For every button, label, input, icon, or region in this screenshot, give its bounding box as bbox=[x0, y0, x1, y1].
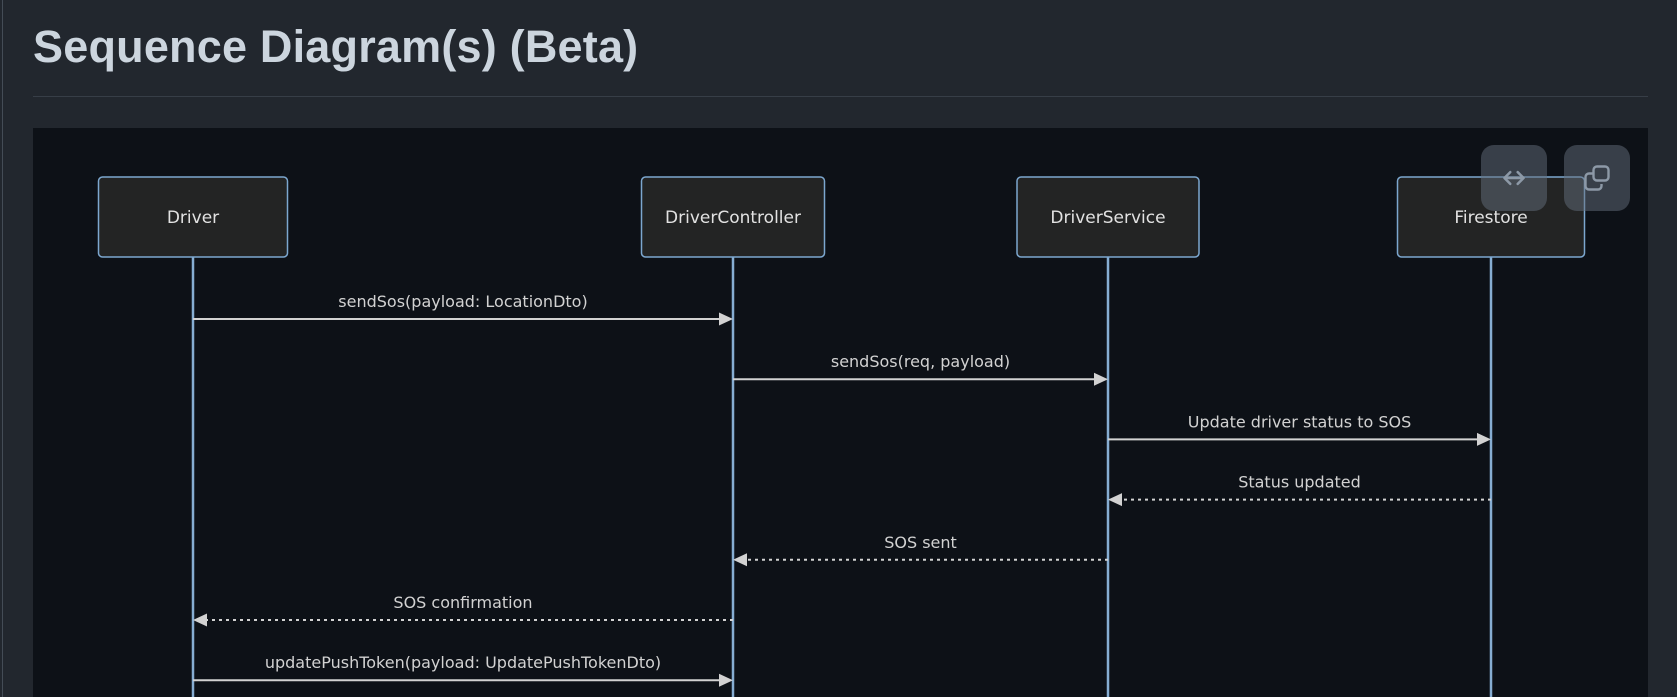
message-arrowhead bbox=[1094, 372, 1108, 386]
arrows-horizontal-icon bbox=[1503, 170, 1525, 186]
panel-left-border bbox=[2, 0, 3, 697]
message-label: Update driver status to SOS bbox=[1188, 412, 1412, 431]
copy-diagram-button[interactable] bbox=[1564, 145, 1630, 211]
expand-diagram-button[interactable] bbox=[1481, 145, 1547, 211]
page-title: Sequence Diagram(s) (Beta) bbox=[33, 0, 1648, 97]
message-arrowhead bbox=[733, 553, 747, 567]
copy-icon bbox=[1584, 165, 1610, 191]
message-label: updatePushToken(payload: UpdatePushToken… bbox=[265, 653, 661, 672]
message-arrowhead bbox=[719, 312, 733, 326]
actor-box-driverService bbox=[1016, 176, 1200, 258]
actor-label-driverService: DriverService bbox=[1050, 208, 1165, 228]
message-arrowhead bbox=[193, 613, 207, 627]
sequence-diagram: Driver DriverController DriverService Fires… bbox=[97, 176, 1586, 697]
message-label: Status updated bbox=[1238, 473, 1361, 492]
message-label: SOS sent bbox=[884, 533, 957, 552]
actor-label-firestore: Firestore bbox=[1454, 208, 1527, 228]
actor-box-driver bbox=[97, 176, 289, 258]
actor-label-driver: Driver bbox=[167, 208, 219, 228]
message-arrowhead bbox=[1477, 432, 1491, 446]
diagram-toolbar bbox=[1481, 145, 1630, 211]
message-arrowhead bbox=[719, 673, 733, 687]
actor-label-driverController: DriverController bbox=[665, 208, 801, 228]
actor-box-driverController bbox=[640, 176, 826, 258]
message-label: sendSos(req, payload) bbox=[831, 352, 1010, 371]
mermaid-viewport[interactable]: Driver DriverController DriverService Fires… bbox=[33, 128, 1648, 697]
message-label: sendSos(payload: LocationDto) bbox=[338, 292, 587, 311]
message-arrowhead bbox=[1108, 493, 1122, 507]
page-root: Sequence Diagram(s) (Beta) Driver DriverC… bbox=[33, 0, 1648, 697]
message-label: SOS confirmation bbox=[393, 593, 532, 612]
